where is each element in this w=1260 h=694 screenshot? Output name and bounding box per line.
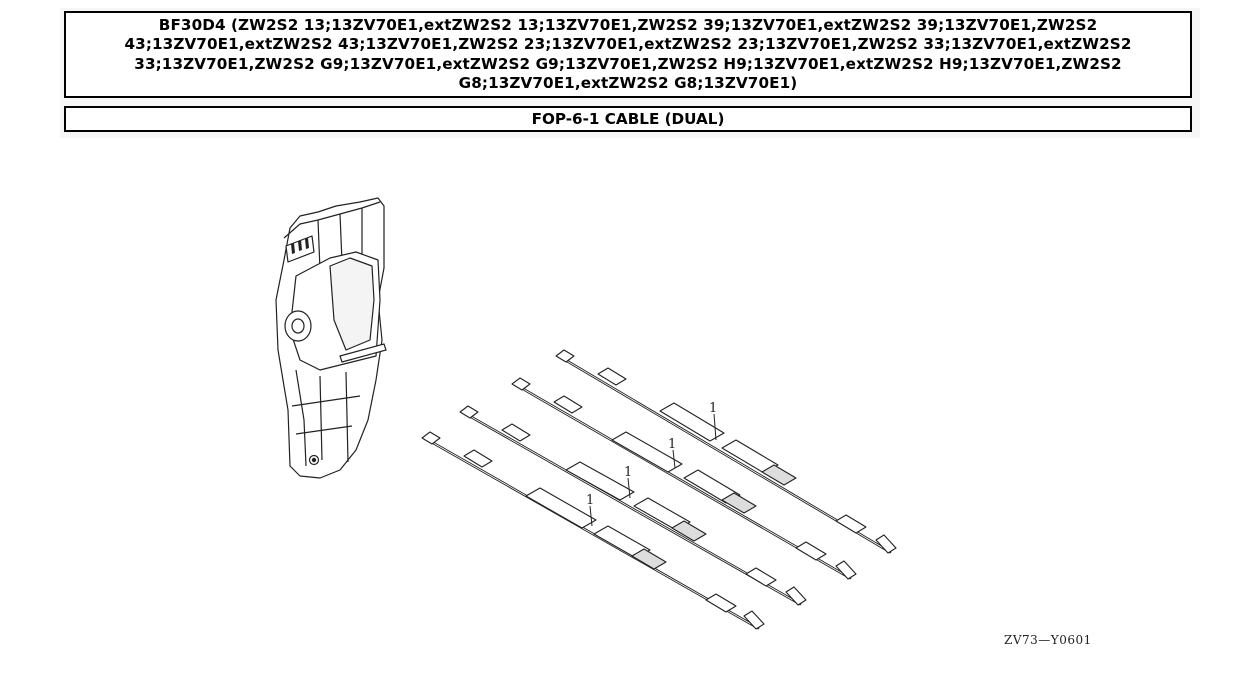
parts-diagram: 1 1 1 1 [275, 197, 897, 630]
callout-number: 1 [586, 493, 594, 508]
callout-number: 1 [668, 437, 676, 452]
callout-leaders [589, 413, 717, 527]
control-cable-c [459, 405, 807, 606]
cable-set [421, 349, 897, 630]
section-title-box: FOP-6-1 CABLE (DUAL) [64, 106, 1192, 132]
callout-number: 1 [709, 401, 717, 416]
model-title-box: BF30D4 (ZW2S2 13;13ZV70E1,extZW2S2 13;13… [64, 11, 1192, 98]
diagram-reference-code: ZV73—Y0601 [1004, 633, 1092, 647]
section-title: FOP-6-1 CABLE (DUAL) [531, 110, 725, 128]
control-cable-b [511, 377, 857, 580]
control-cable-d [421, 431, 765, 630]
callout-number: 1 [624, 465, 632, 480]
remote-control-box [275, 197, 387, 479]
model-title: BF30D4 (ZW2S2 13;13ZV70E1,extZW2S2 13;13… [124, 15, 1132, 93]
control-cable-a [555, 349, 897, 554]
